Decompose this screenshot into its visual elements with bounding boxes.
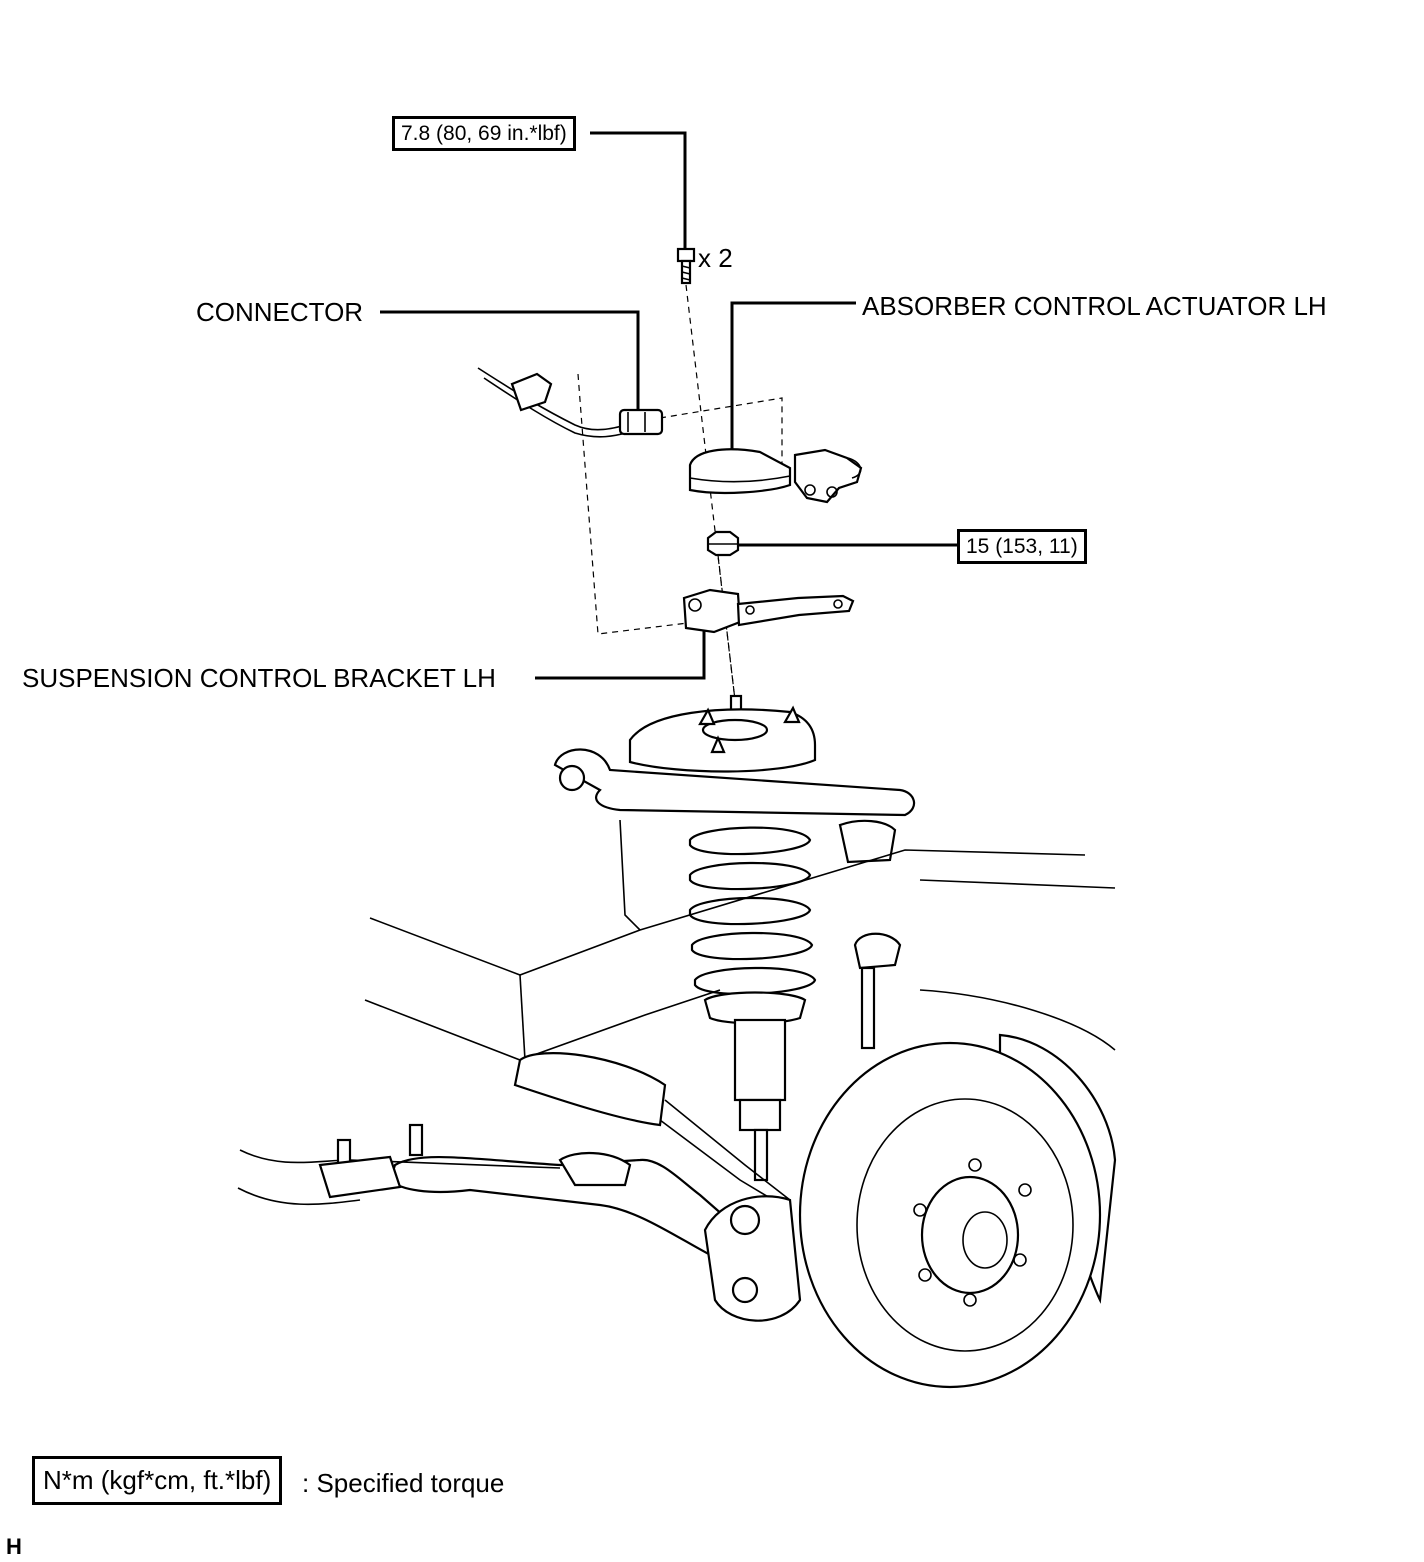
actuator-label: ABSORBER CONTROL ACTUATOR LH [862,291,1327,321]
connector-leader [380,310,640,418]
torque-legend-text: : Specified torque [302,1468,505,1498]
actuator-leader [730,301,856,452]
assembly-guide-lines [577,284,783,701]
bolt-torque-box: 7.8 (80, 69 in.*lbf) [392,116,576,152]
bracket-icon [682,588,855,634]
torque-legend-box: N*m (kgf*cm, ft.*lbf) [32,1456,283,1506]
suspension-assembly-icon [237,694,1117,1389]
bracket-label: SUSPENSION CONTROL BRACKET LH [22,663,496,693]
nut-icon [706,530,740,557]
bolt-icon [676,247,696,285]
connector-harness-icon [477,367,664,438]
nut-torque-box: 15 (153, 11) [957,529,1087,565]
bracket-leader [535,630,706,680]
bolt-torque-leader [590,131,687,250]
connector-label: CONNECTOR [196,297,364,327]
figure-code: H [6,1534,22,1559]
actuator-icon [688,448,863,504]
leader-lines [380,131,960,680]
bolt-quantity-label: x 2 [698,243,733,273]
